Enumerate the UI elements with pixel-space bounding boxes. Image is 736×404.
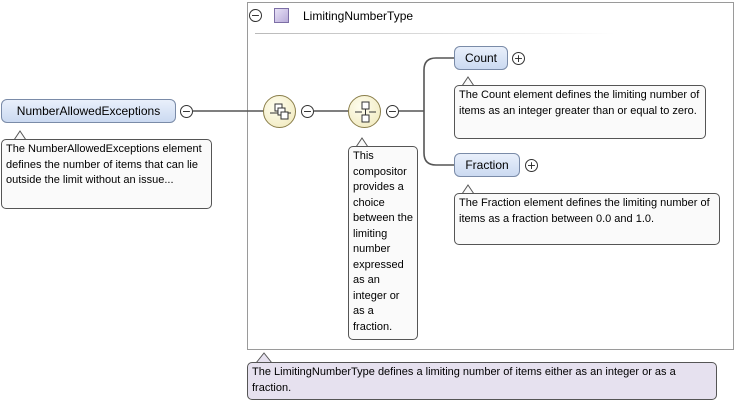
fraction-annotation: The Fraction element defines the limitin… (454, 193, 720, 245)
fraction-expand-icon[interactable]: + (525, 159, 538, 172)
count-note-tail (461, 76, 475, 87)
fraction-element[interactable]: Fraction (454, 153, 520, 177)
number-allowed-exceptions-element[interactable]: NumberAllowedExceptions (1, 99, 176, 123)
compositor-annotation: This compositor provides a choice betwee… (348, 146, 418, 340)
choice-collapse-icon[interactable]: − (386, 105, 399, 118)
complex-type-icon (274, 8, 289, 23)
sequence-compositor[interactable] (263, 95, 296, 128)
choice-branch-lines (399, 57, 454, 166)
choice-compositor[interactable] (348, 95, 381, 128)
compositor-note-tail (355, 137, 369, 148)
fraction-element-label: Fraction (465, 158, 509, 172)
fraction-note-tail (461, 184, 475, 195)
complex-type-annotation: The LimitingNumberType defines a limitin… (247, 362, 717, 400)
root-collapse-icon[interactable]: − (180, 105, 193, 118)
type-header-divider (255, 33, 615, 34)
count-expand-icon[interactable]: + (512, 52, 525, 65)
complex-type-title: LimitingNumberType (303, 9, 414, 23)
root-element-annotation: The NumberAllowedExceptions element defi… (1, 139, 212, 209)
root-note-tail (13, 130, 27, 141)
sequence-collapse-icon[interactable]: − (301, 105, 314, 118)
sequence-icon (270, 103, 291, 120)
type-collapse-icon[interactable]: − (249, 9, 262, 22)
root-element-label: NumberAllowedExceptions (16, 104, 161, 118)
choice-icon (355, 101, 376, 123)
count-annotation: The Count element defines the limiting n… (454, 85, 706, 139)
count-element-label: Count (464, 51, 498, 65)
type-note-tail (255, 352, 273, 364)
count-element[interactable]: Count (454, 46, 508, 70)
